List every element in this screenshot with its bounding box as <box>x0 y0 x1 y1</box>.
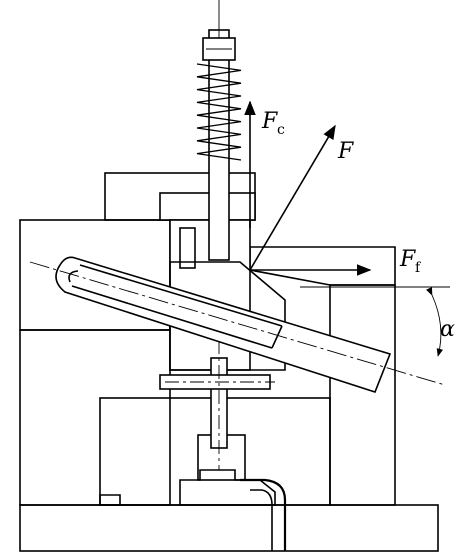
slanted-punch <box>29 256 446 393</box>
svg-text:c: c <box>277 122 285 138</box>
label-ff: F f <box>399 247 422 276</box>
svg-text:f: f <box>415 260 422 276</box>
lower-die <box>99 397 331 551</box>
svg-text:F: F <box>337 139 354 164</box>
label-fc: F c <box>261 109 285 138</box>
angle-alpha <box>300 286 450 357</box>
svg-text:F: F <box>261 109 278 134</box>
label-f: F <box>337 139 354 164</box>
top-guide-block <box>104 172 256 221</box>
svg-text:F: F <box>399 247 416 272</box>
base-plate <box>19 504 439 552</box>
force-arrow-f <box>249 124 336 271</box>
lower-pin <box>159 340 275 470</box>
svg-text:α: α <box>440 317 455 342</box>
label-alpha: α <box>440 317 455 342</box>
coil-spring <box>196 63 242 161</box>
left-housing <box>19 219 171 506</box>
